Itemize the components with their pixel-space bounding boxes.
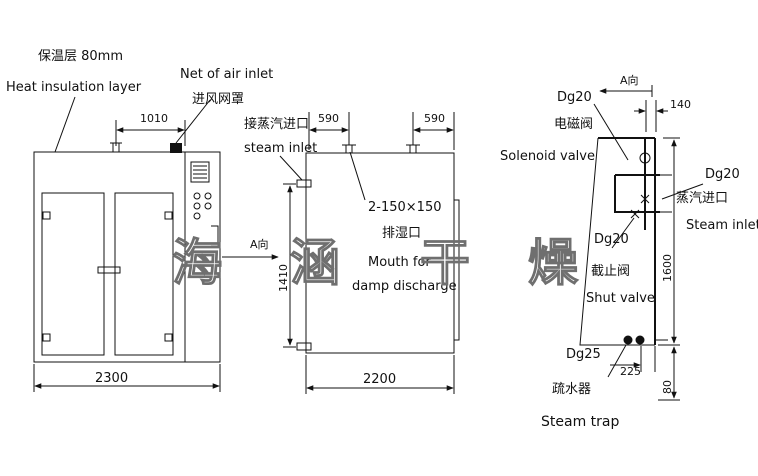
insulation-cn-label: 保温层 80mm bbox=[38, 49, 123, 64]
watermark-char: 干 bbox=[420, 233, 470, 292]
indicator bbox=[193, 212, 201, 220]
view-a-label: A向 bbox=[250, 237, 269, 251]
steam-inlet-bottom bbox=[296, 342, 312, 351]
indicator bbox=[193, 192, 201, 200]
dim-2200-label: 2200 bbox=[363, 372, 396, 387]
net-en-label: Net of air inlet bbox=[180, 67, 273, 82]
steam-inlet-leader bbox=[661, 183, 704, 200]
indicator bbox=[204, 192, 212, 200]
watermark-char: 海 bbox=[172, 233, 222, 292]
side-view: 590 590 接蒸汽进口 steam inlet 2-150×150 排湿口 … bbox=[244, 112, 460, 394]
control-box bbox=[190, 161, 210, 183]
dim-ext bbox=[640, 346, 656, 372]
left-door bbox=[41, 192, 105, 356]
dg20-right-label: Dg20 bbox=[705, 167, 740, 182]
dim-ext bbox=[283, 183, 296, 348]
control-grill bbox=[193, 165, 207, 179]
manifold-stubs bbox=[660, 174, 672, 213]
net-cn-label: 进风网罩 bbox=[192, 92, 244, 107]
dim-590-left-label: 590 bbox=[318, 112, 339, 125]
dim-1010-label: 1010 bbox=[140, 112, 168, 125]
dim-225-label: 225 bbox=[620, 365, 641, 378]
insulation-leader bbox=[54, 96, 76, 153]
solenoid-leader bbox=[593, 103, 629, 161]
dim-ext bbox=[658, 344, 680, 401]
front-view: 保温层 80mm Heat insulation layer Net of ai… bbox=[6, 49, 279, 392]
insulation-en-label: Heat insulation layer bbox=[6, 80, 142, 95]
discharge-en2-label: damp discharge bbox=[352, 279, 457, 294]
discharge-en1-label: Mouth for bbox=[368, 255, 431, 270]
discharge-vent bbox=[342, 144, 356, 153]
dg20-mid-label: Dg20 bbox=[594, 232, 629, 247]
view-a-top-label: A向 bbox=[620, 73, 639, 87]
trap-cn-label: 疏水器 bbox=[552, 382, 591, 397]
dg20-top-label: Dg20 bbox=[557, 90, 592, 105]
discharge-leader bbox=[349, 151, 366, 201]
trap-en-label: Steam trap bbox=[541, 414, 619, 430]
dim-ext bbox=[308, 112, 350, 150]
solenoid-valve-symbol bbox=[639, 152, 651, 164]
right-door bbox=[114, 192, 174, 356]
hinge bbox=[164, 211, 173, 220]
steam-inlet-top bbox=[296, 179, 312, 188]
discharge-size-label: 2-150×150 bbox=[368, 200, 441, 215]
dim-ext bbox=[412, 112, 455, 150]
steam-inlet-en-label: steam inlet bbox=[244, 141, 317, 156]
dg25-label: Dg25 bbox=[566, 347, 601, 362]
air-inlet-net bbox=[170, 143, 182, 153]
steam-trap-symbol bbox=[635, 335, 645, 345]
watermark: 海 涵 干 燥 bbox=[171, 232, 579, 292]
door-handle bbox=[97, 266, 121, 274]
shut-valve-leader bbox=[611, 217, 635, 249]
hinge bbox=[164, 333, 173, 342]
shut-cn-label: 截止阀 bbox=[591, 264, 630, 279]
dim-80-label: 80 bbox=[661, 380, 674, 394]
dim-590-right-label: 590 bbox=[424, 112, 445, 125]
dim-ext bbox=[663, 137, 680, 346]
solenoid-cn-label: 电磁阀 bbox=[554, 117, 593, 132]
solenoid-en-label: Solenoid valve bbox=[500, 149, 595, 164]
indicator bbox=[193, 202, 201, 210]
steam-manifold bbox=[614, 174, 660, 213]
pipe-view: A向 Dg20 电磁阀 Solenoid valve 140 Dg20 蒸汽进口… bbox=[500, 73, 758, 430]
steam-inlet-cn-label: 蒸汽进口 bbox=[676, 191, 728, 206]
indicator bbox=[204, 202, 212, 210]
side-duct bbox=[211, 225, 219, 247]
steam-trap-symbol bbox=[623, 335, 633, 345]
dim-1600-label: 1600 bbox=[661, 254, 674, 282]
trap-leader bbox=[607, 344, 627, 378]
hinge bbox=[42, 333, 51, 342]
dim-ext bbox=[645, 100, 657, 132]
shut-en-label: Shut valve bbox=[586, 291, 655, 306]
discharge-vent bbox=[406, 144, 420, 153]
steam-inlet-cn-label: 接蒸汽进口 bbox=[244, 116, 309, 132]
dim-1410-label: 1410 bbox=[277, 264, 290, 292]
steam-leader bbox=[279, 155, 303, 181]
net-leader bbox=[175, 99, 211, 144]
shut-valve-symbol bbox=[630, 209, 640, 219]
dim-ext bbox=[33, 364, 221, 392]
discharge-cn-label: 排湿口 bbox=[382, 226, 421, 241]
dim-ext bbox=[115, 120, 186, 146]
watermark-char: 燥 bbox=[528, 233, 579, 292]
dim-ext bbox=[305, 355, 455, 394]
dim-2300-label: 2300 bbox=[95, 371, 128, 386]
steam-inlet-en-label: Steam inlet bbox=[686, 218, 758, 233]
dim-140-label: 140 bbox=[670, 98, 691, 111]
pipe-cabinet-outline bbox=[579, 137, 655, 346]
control-panel bbox=[184, 151, 221, 363]
valve-cross bbox=[640, 194, 650, 204]
hinge bbox=[42, 211, 51, 220]
side-door bbox=[453, 199, 460, 341]
watermark-char: 涵 bbox=[290, 233, 340, 292]
